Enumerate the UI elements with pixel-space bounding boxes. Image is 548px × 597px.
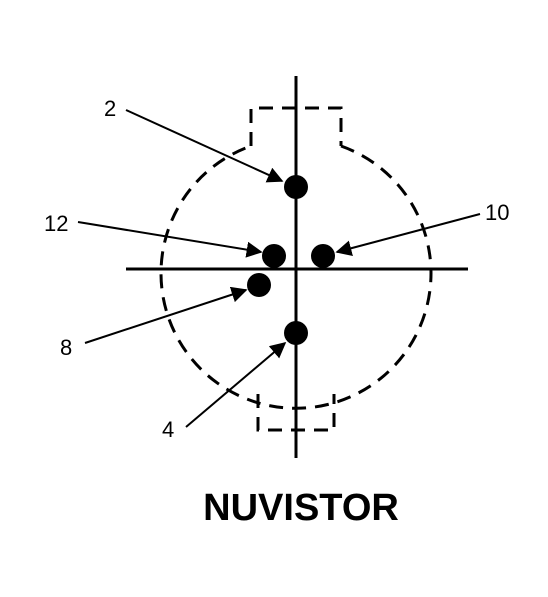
pin-2-dot	[284, 175, 308, 199]
pin-12-label: 12	[44, 211, 68, 236]
pin-12-leader-arrow	[77, 221, 263, 258]
pin-8-dot	[247, 273, 271, 297]
pin-2-leader-arrow	[125, 109, 284, 183]
pin-8-label: 8	[60, 335, 72, 360]
diagram-title: NUVISTOR	[203, 487, 399, 529]
pin-4-leader-arrow	[185, 341, 287, 428]
pin-8-leader-arrow	[84, 286, 248, 344]
pin-2-label: 2	[104, 96, 116, 121]
pin-12-dot	[262, 244, 286, 268]
pin-10-label: 10	[485, 200, 509, 225]
pin-10-dot	[311, 244, 335, 268]
pin-4-dot	[284, 321, 308, 345]
pin-4-label: 4	[162, 417, 174, 442]
pin-10-leader-arrow	[335, 213, 481, 257]
